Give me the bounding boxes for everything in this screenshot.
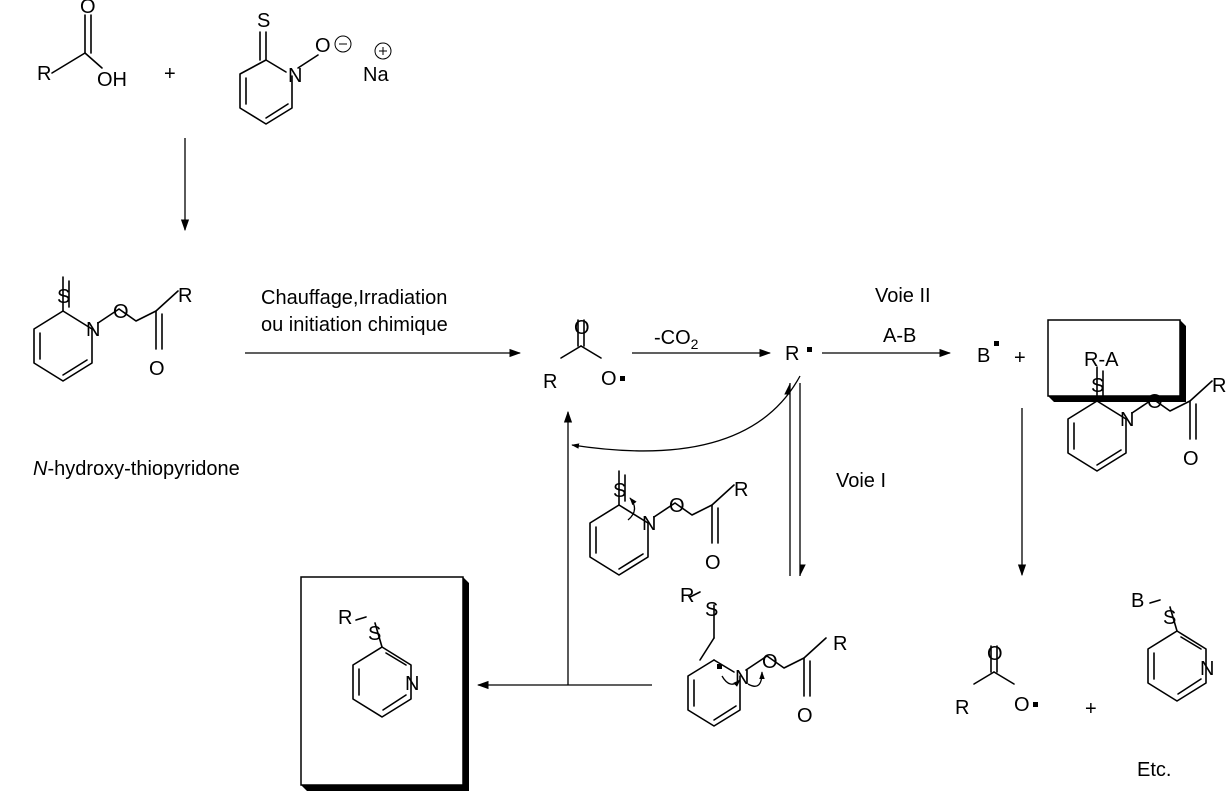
radical-dot-icon xyxy=(620,376,625,381)
plus-sign: + xyxy=(1085,698,1097,720)
voie-1-label: Voie I xyxy=(836,470,886,492)
svg-text:O: O xyxy=(113,301,129,323)
atom-o: O xyxy=(80,0,96,18)
radical-dot-icon xyxy=(717,664,722,669)
radical-dot-icon xyxy=(994,341,999,346)
electron-push-arrow-icon xyxy=(721,675,741,687)
reagent-name: N-hydroxy-thiopyridone xyxy=(33,458,240,480)
svg-text:O: O xyxy=(987,643,1003,665)
svg-text:R: R xyxy=(955,697,969,719)
minus-co2-label: -CO2 xyxy=(654,327,699,352)
ab-reagent-label: A-B xyxy=(883,325,916,347)
atom-o-minus: O xyxy=(315,35,331,57)
electron-push-arrow-icon xyxy=(747,671,765,687)
svg-text:S: S xyxy=(57,286,70,308)
svg-text:R: R xyxy=(785,343,799,365)
plus-sign: + xyxy=(164,63,176,85)
svg-text:N: N xyxy=(86,319,100,341)
svg-text:O: O xyxy=(797,705,813,727)
svg-text:R: R xyxy=(1212,375,1226,397)
svg-text:N: N xyxy=(642,513,656,535)
svg-text:B: B xyxy=(977,345,990,367)
etc-label: Etc. xyxy=(1137,759,1171,781)
condition-line-1: Chauffage,Irradiation xyxy=(261,287,447,309)
atom-r: R xyxy=(37,63,51,85)
atom-na: Na xyxy=(363,64,389,86)
svg-text:O: O xyxy=(762,651,778,673)
sodium-thiopyridone-oxide: S N O Na xyxy=(239,10,392,125)
svg-text:S: S xyxy=(368,623,381,645)
atom-n: N xyxy=(288,65,302,87)
radical-dot-icon xyxy=(807,347,812,352)
b-radical: B xyxy=(977,341,999,367)
svg-text:R: R xyxy=(734,479,748,501)
svg-text:N: N xyxy=(405,673,419,695)
carboxylic-acid: R O OH xyxy=(37,0,127,91)
svg-text:O: O xyxy=(601,368,617,390)
svg-text:R: R xyxy=(833,633,847,655)
adduct-radical: R S N O R O xyxy=(680,585,847,727)
svg-text:S: S xyxy=(705,599,718,621)
barton-ester-right: S N O R O xyxy=(1067,366,1226,472)
atom-s: S xyxy=(257,10,270,32)
curved-arrow-radical-attack xyxy=(571,375,801,452)
product-box-ra: R-A xyxy=(1047,319,1186,402)
svg-text:S: S xyxy=(613,480,626,502)
svg-text:S: S xyxy=(1163,607,1176,629)
voie-2-label: Voie II xyxy=(875,285,931,307)
svg-text:N: N xyxy=(1200,658,1214,680)
svg-text:N: N xyxy=(1120,409,1134,431)
svg-text:O: O xyxy=(669,495,685,517)
radical-dot-icon xyxy=(1033,702,1038,707)
barton-ester: S N O R O xyxy=(33,276,192,382)
svg-text:O: O xyxy=(149,358,165,380)
acyloxy-radical: R O O xyxy=(543,317,625,393)
atom-oh: OH xyxy=(97,69,127,91)
condition-line-2: ou initiation chimique xyxy=(261,314,448,336)
product-ra: R-A xyxy=(1084,349,1119,371)
plus-charge-icon xyxy=(374,42,392,60)
electron-push-arrow-icon xyxy=(627,497,637,521)
product-box-sulfide: R S N xyxy=(300,576,469,791)
svg-text:R: R xyxy=(543,371,557,393)
acyloxy-radical-right: R O O xyxy=(955,643,1038,719)
svg-text:O: O xyxy=(1183,448,1199,470)
alkyl-radical: R xyxy=(785,343,812,365)
plus-sign: + xyxy=(1014,347,1026,369)
svg-text:O: O xyxy=(574,317,590,339)
b-sulfide-pyridine: B S N xyxy=(1131,590,1214,702)
svg-text:S: S xyxy=(1091,375,1104,397)
svg-text:O: O xyxy=(1014,694,1030,716)
barton-ester-middle: S N O R O xyxy=(589,470,748,576)
svg-text:O: O xyxy=(705,552,721,574)
svg-text:R: R xyxy=(338,607,352,629)
minus-charge-icon xyxy=(334,35,352,53)
svg-text:R: R xyxy=(680,585,694,607)
svg-text:O: O xyxy=(1147,391,1163,413)
svg-text:B: B xyxy=(1131,590,1144,612)
svg-text:N: N xyxy=(735,667,749,689)
svg-text:R: R xyxy=(178,285,192,307)
